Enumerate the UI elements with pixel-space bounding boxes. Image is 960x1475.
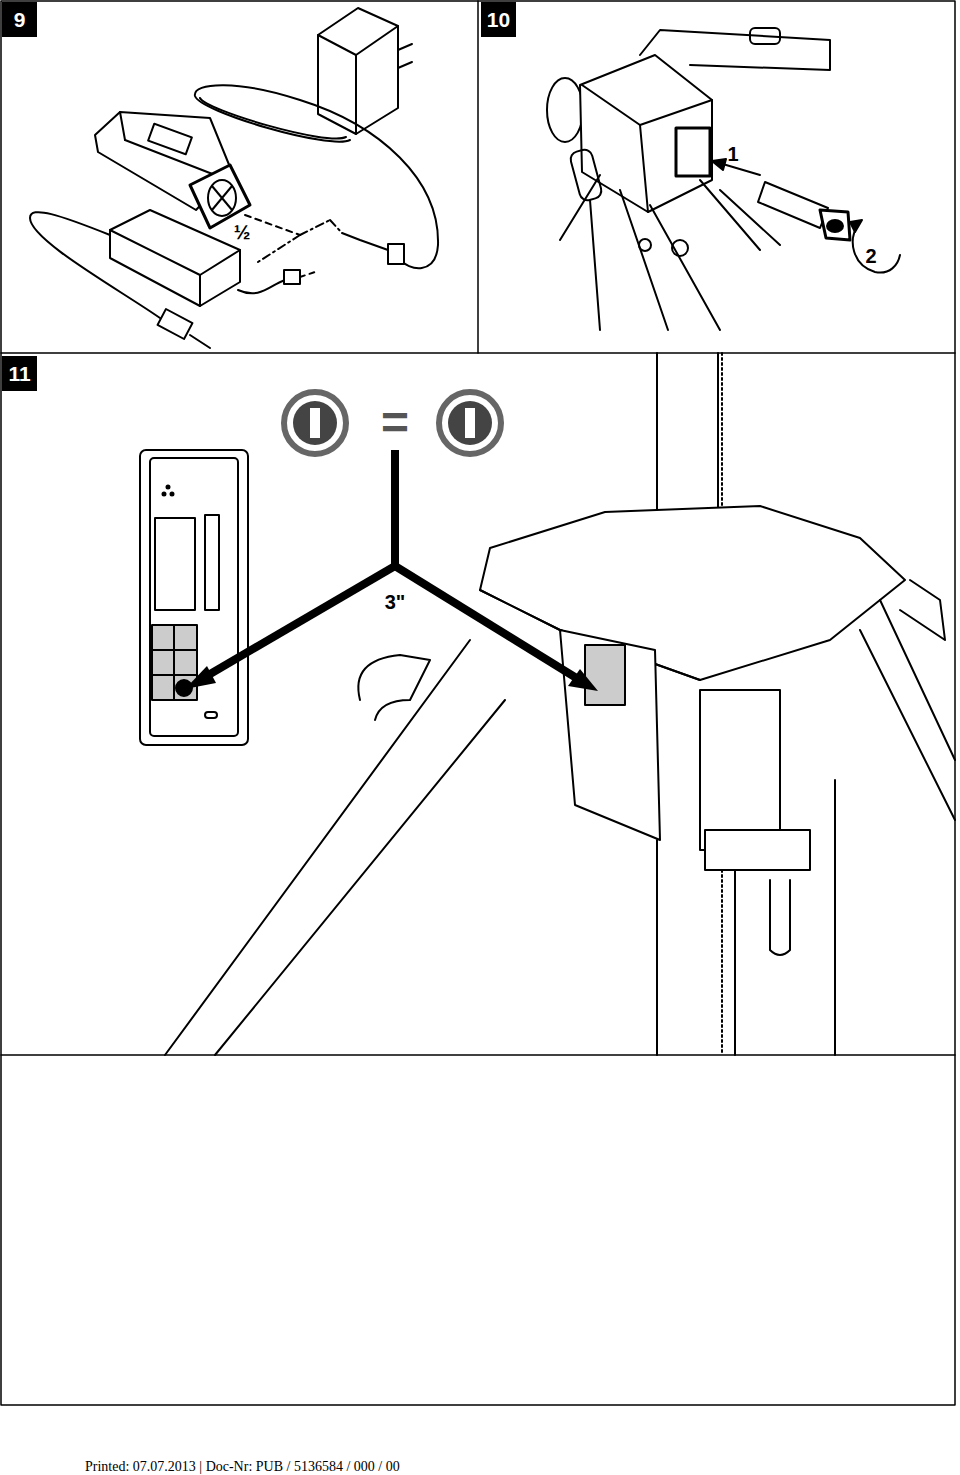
figure-number-tab: 10 [481,2,516,37]
power-symbols [284,392,501,454]
equals-sign: = [381,399,409,447]
duration-label: 3" [385,592,406,612]
callout-number: 1 [727,144,738,164]
leader-arrows [185,450,598,691]
figure-number: 11 [8,362,30,386]
panel-frames [1,1,955,1405]
print-footer: Printed: 07.07.2013 | Doc-Nr: PUB / 5136… [85,1460,400,1474]
callout-number: 2 [865,246,876,266]
figure-number-tab: 11 [2,356,37,391]
figure-number: 10 [487,8,510,32]
tripod-adapter [547,28,900,330]
charger-set [30,8,438,348]
figure-number-tab: 9 [2,2,37,37]
fraction-callout: ½ [234,222,251,242]
tripod-and-receiver [140,353,955,1055]
figure-number: 9 [14,8,26,32]
